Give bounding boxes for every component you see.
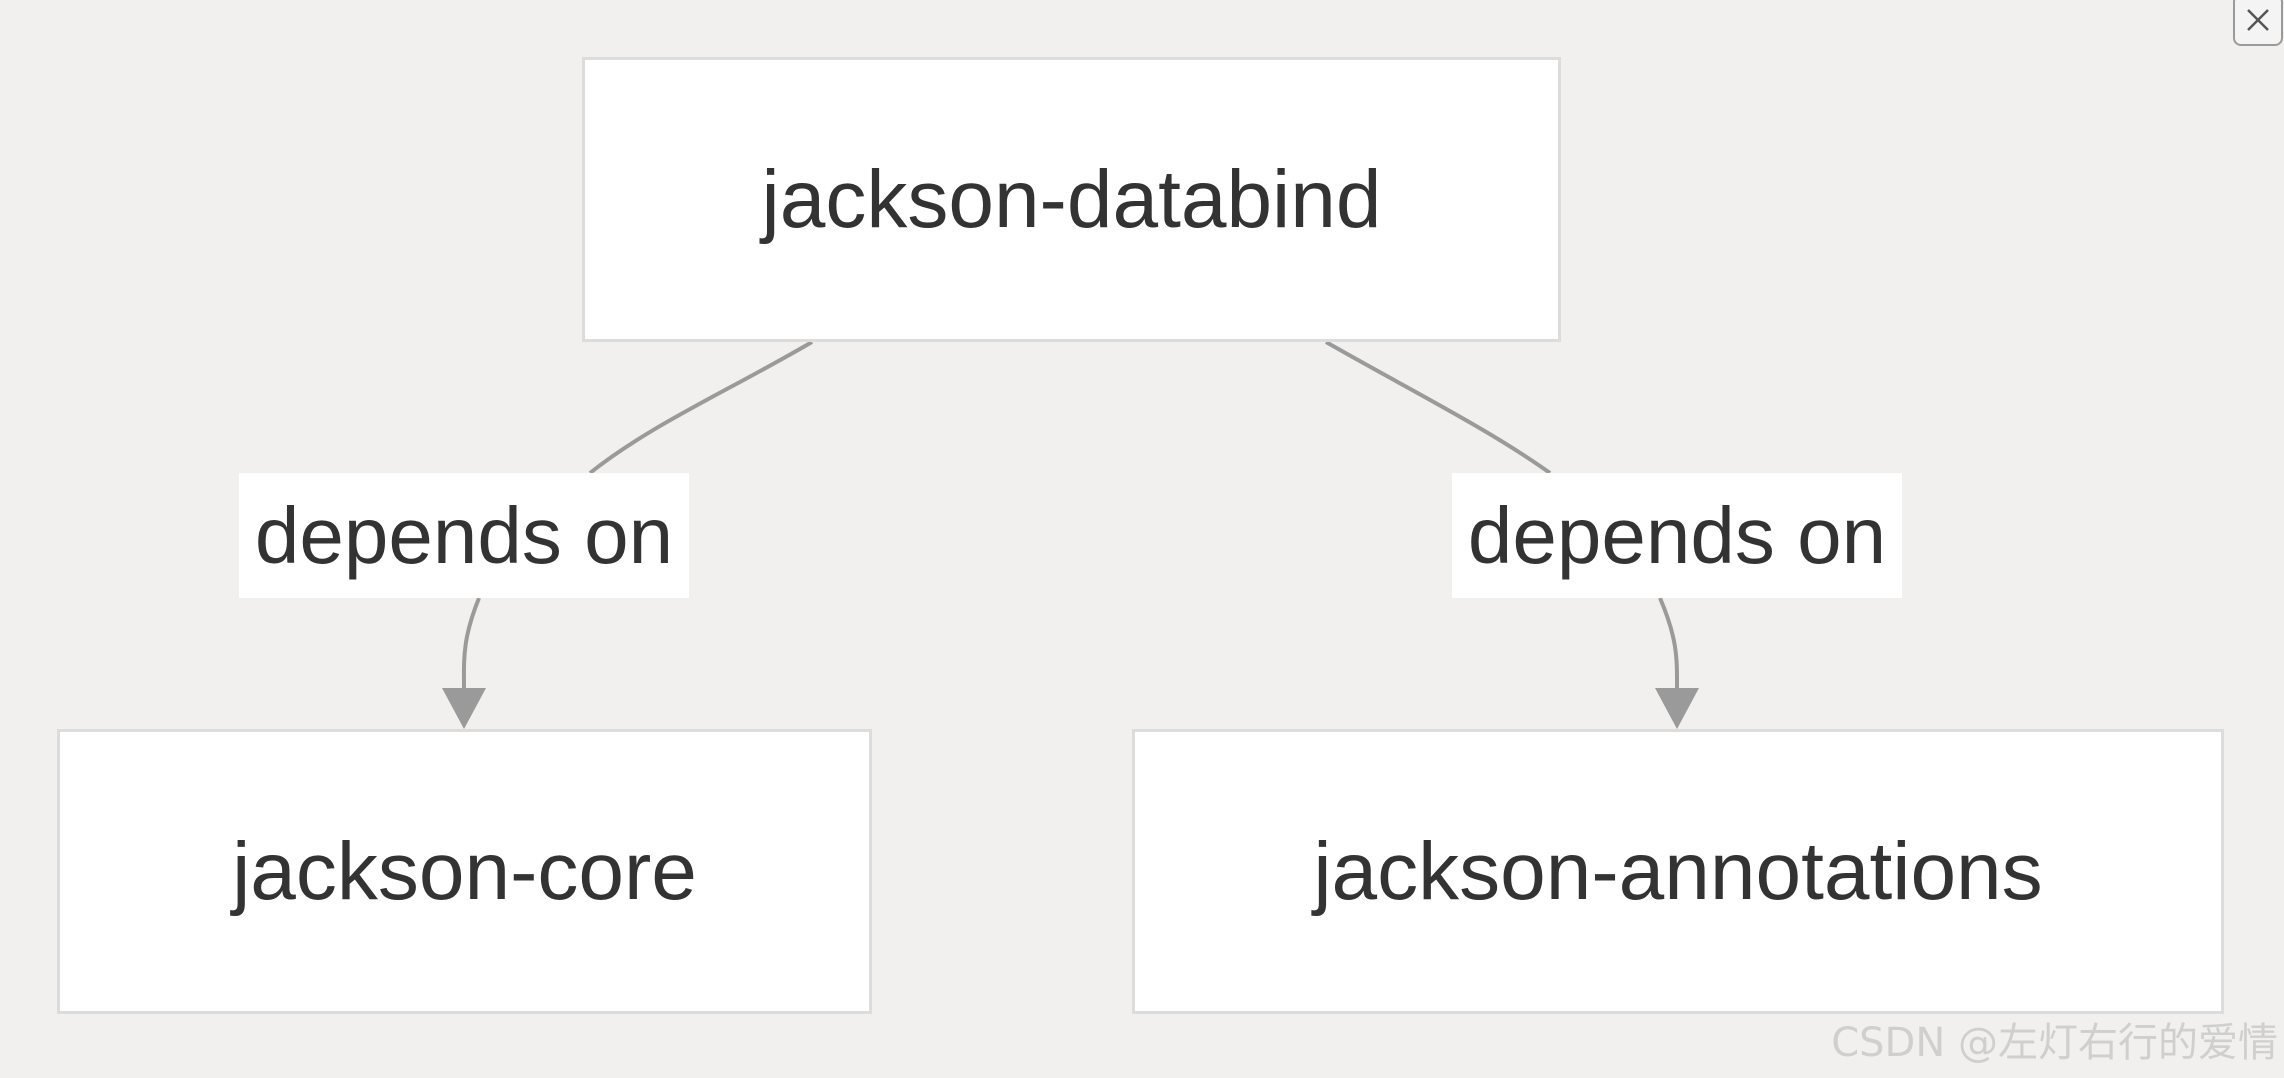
node-label: jackson-databind (761, 153, 1382, 245)
node-jackson-databind: jackson-databind (582, 57, 1561, 342)
edge-databind-to-annotations (1325, 340, 1552, 475)
edge-databind-to-annotations-lower (1658, 597, 1680, 691)
close-button[interactable] (2233, 0, 2283, 46)
edge-databind-to-core (588, 340, 814, 475)
edge-label-right: depends on (1452, 473, 1902, 598)
edge-label-left: depends on (239, 473, 689, 598)
node-jackson-core: jackson-core (57, 729, 872, 1014)
node-label: jackson-core (232, 825, 697, 917)
edge-label-text: depends on (254, 490, 674, 580)
node-jackson-annotations: jackson-annotations (1132, 729, 2224, 1014)
close-icon (2247, 9, 2269, 31)
edge-label-text: depends on (1467, 490, 1887, 580)
arrowhead-annotations (1655, 688, 1699, 729)
arrowhead-core (442, 688, 486, 729)
watermark: CSDN @左灯右行的爱情 (1831, 1020, 2278, 1066)
edge-databind-to-core-lower (461, 597, 481, 691)
node-label: jackson-annotations (1313, 825, 2043, 917)
